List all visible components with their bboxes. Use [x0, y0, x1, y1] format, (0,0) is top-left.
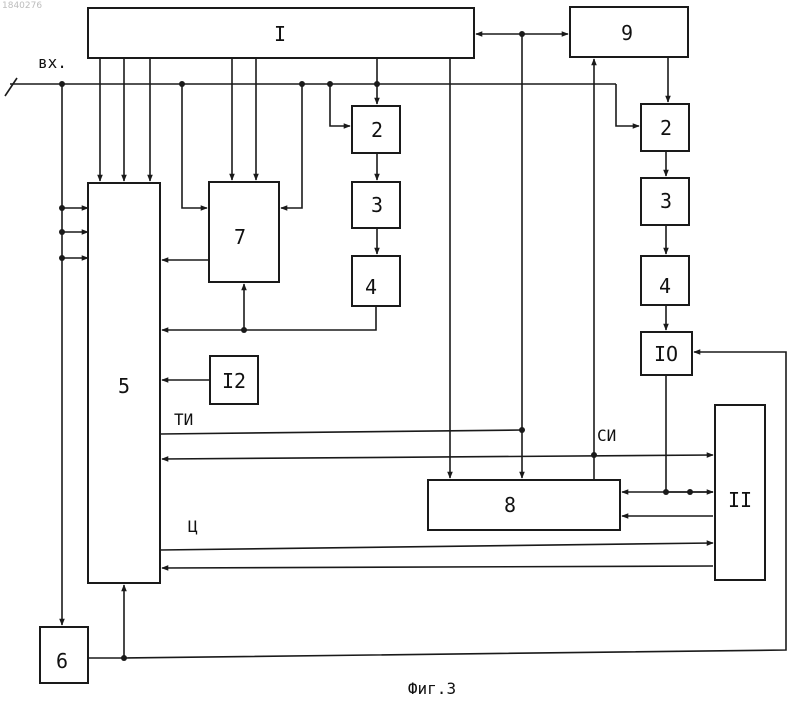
block-6-to-block-5	[88, 585, 124, 658]
block-2-right: 2	[641, 104, 689, 151]
input-to-block-2-right	[616, 84, 639, 126]
input-to-block-2-left	[330, 84, 350, 126]
c-line-from-block-11	[162, 566, 713, 568]
block-4-right: 4	[641, 256, 689, 305]
figure-caption: Фиг.3	[408, 679, 456, 698]
ti-line	[160, 430, 522, 434]
block-6-label: 6	[56, 649, 68, 673]
block-3-left-label: 3	[371, 193, 383, 217]
block-2-left-label: 2	[371, 118, 383, 142]
junction	[591, 452, 597, 458]
block-3-right: 3	[641, 178, 689, 225]
block-9: 9	[570, 7, 688, 57]
document-number: 1840276	[2, 1, 42, 11]
input-to-block-7-left	[182, 84, 207, 208]
input-to-block-7-right	[281, 84, 302, 208]
block-2-right-label: 2	[660, 116, 672, 140]
block-9-label: 9	[621, 21, 633, 45]
block-4-right-label: 4	[659, 274, 671, 298]
c-line-to-block-11	[160, 543, 713, 550]
block-5: 5	[88, 183, 160, 583]
c-label: Ц	[188, 517, 198, 536]
block-4-left-label: 4	[365, 275, 377, 299]
block-10-label: IO	[654, 342, 678, 366]
block-12: I2	[210, 356, 258, 404]
block-6: 6	[40, 627, 88, 683]
block-11: II	[715, 405, 765, 580]
input-terminal: вх.	[5, 53, 67, 96]
block-7: 7	[209, 182, 279, 282]
junction	[519, 427, 525, 433]
block-4-left: 4	[352, 256, 400, 306]
block-1: I	[88, 8, 474, 58]
block-11-label: II	[728, 488, 752, 512]
block-7-label: 7	[234, 225, 246, 249]
block-2-left: 2	[352, 106, 400, 153]
input-label: вх.	[38, 53, 67, 72]
block-8: 8	[428, 480, 620, 530]
block-3-left: 3	[352, 182, 400, 228]
block-1-label: I	[274, 22, 286, 46]
block-5-label: 5	[118, 374, 130, 398]
block-3-right-label: 3	[660, 189, 672, 213]
block-10: IO	[641, 332, 692, 375]
block-12-label: I2	[222, 369, 246, 393]
si-label: СИ	[597, 426, 616, 445]
ti-label: ТИ	[174, 410, 193, 429]
block-8-label: 8	[504, 493, 516, 517]
block-4-left-to-block-5	[162, 306, 376, 330]
si-line	[162, 455, 713, 459]
